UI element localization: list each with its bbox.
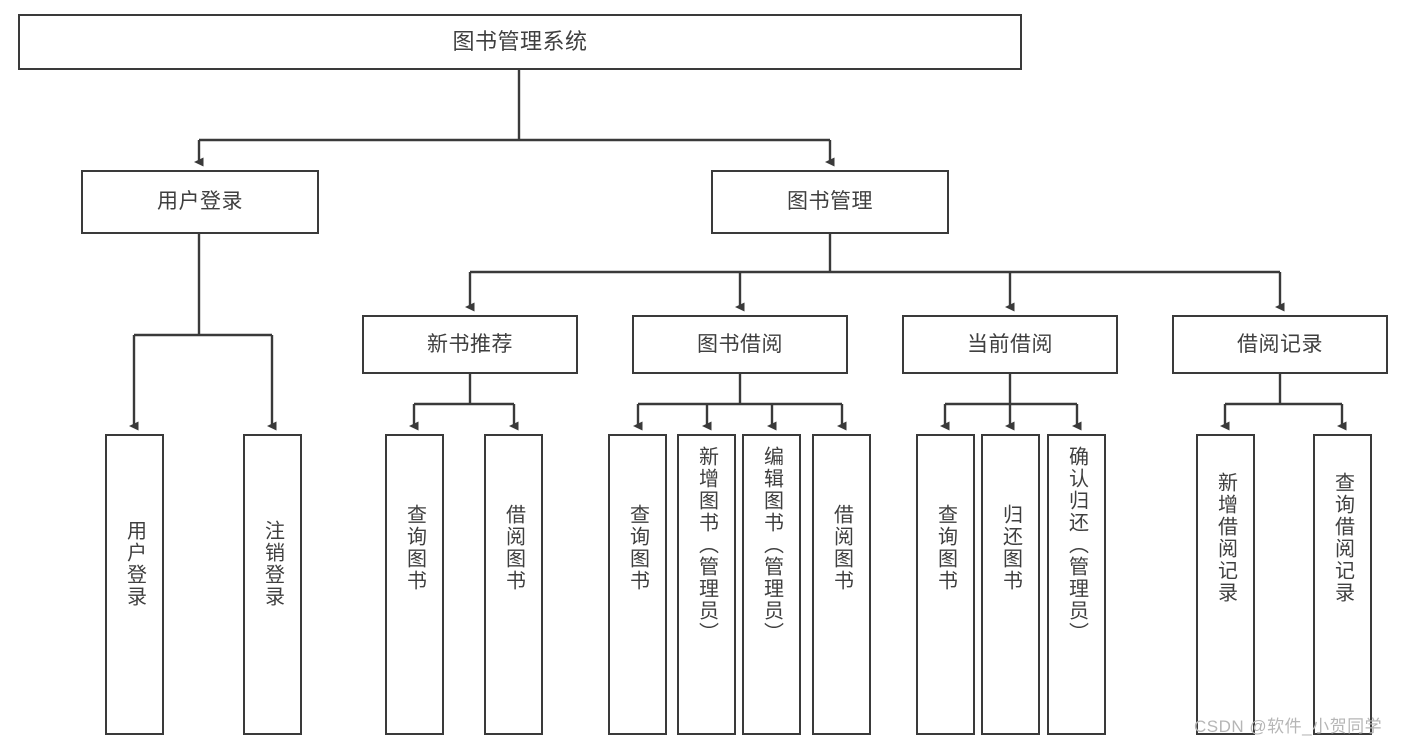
leaf-current-borrow-3-label: 确认归还（管理员）: [1065, 446, 1088, 644]
leaf-new-book-2-label: 借阅图书: [502, 504, 525, 592]
node-root-label: 图书管理系统: [452, 28, 588, 54]
leaf-user-login-1[interactable]: 用户登录: [105, 434, 164, 735]
node-borrow-record-label: 借阅记录: [1237, 332, 1323, 356]
node-current-borrow[interactable]: 当前借阅: [902, 315, 1118, 374]
leaf-new-book-1-label: 查询图书: [403, 504, 426, 592]
node-book-borrow-label: 图书借阅: [697, 332, 783, 356]
node-borrow-record[interactable]: 借阅记录: [1172, 315, 1388, 374]
leaf-current-borrow-2-label: 归还图书: [999, 504, 1022, 592]
leaf-book-borrow-2-label: 新增图书（管理员）: [695, 446, 718, 644]
leaf-new-book-1[interactable]: 查询图书: [385, 434, 444, 735]
leaf-user-login-2-label: 注销登录: [261, 520, 284, 608]
leaf-user-login-1-label: 用户登录: [123, 520, 146, 608]
leaf-book-borrow-2[interactable]: 新增图书（管理员）: [677, 434, 736, 735]
node-book-manage[interactable]: 图书管理: [711, 170, 949, 234]
node-new-book-recommend-label: 新书推荐: [427, 332, 513, 356]
leaf-borrow-record-1[interactable]: 新增借阅记录: [1196, 434, 1255, 735]
leaf-new-book-2[interactable]: 借阅图书: [484, 434, 543, 735]
leaf-current-borrow-1[interactable]: 查询图书: [916, 434, 975, 735]
leaf-book-borrow-3[interactable]: 编辑图书（管理员）: [742, 434, 801, 735]
leaf-user-login-2[interactable]: 注销登录: [243, 434, 302, 735]
node-book-manage-label: 图书管理: [787, 190, 873, 214]
leaf-borrow-record-2[interactable]: 查询借阅记录: [1313, 434, 1372, 735]
watermark-text: CSDN @软件_小贺同学: [1194, 717, 1383, 736]
leaf-borrow-record-2-label: 查询借阅记录: [1331, 472, 1354, 604]
leaf-book-borrow-1[interactable]: 查询图书: [608, 434, 667, 735]
leaf-book-borrow-4[interactable]: 借阅图书: [812, 434, 871, 735]
leaf-book-borrow-3-label: 编辑图书（管理员）: [760, 446, 783, 644]
leaf-book-borrow-1-label: 查询图书: [626, 504, 649, 592]
node-book-borrow[interactable]: 图书借阅: [632, 315, 848, 374]
node-root[interactable]: 图书管理系统: [18, 14, 1022, 70]
leaf-current-borrow-2[interactable]: 归还图书: [981, 434, 1040, 735]
node-new-book-recommend[interactable]: 新书推荐: [362, 315, 578, 374]
node-user-login-label: 用户登录: [157, 190, 243, 214]
node-user-login[interactable]: 用户登录: [81, 170, 319, 234]
node-current-borrow-label: 当前借阅: [967, 332, 1053, 356]
leaf-current-borrow-3[interactable]: 确认归还（管理员）: [1047, 434, 1106, 735]
leaf-borrow-record-1-label: 新增借阅记录: [1214, 472, 1237, 604]
leaf-book-borrow-4-label: 借阅图书: [830, 504, 853, 592]
leaf-current-borrow-1-label: 查询图书: [934, 504, 957, 592]
